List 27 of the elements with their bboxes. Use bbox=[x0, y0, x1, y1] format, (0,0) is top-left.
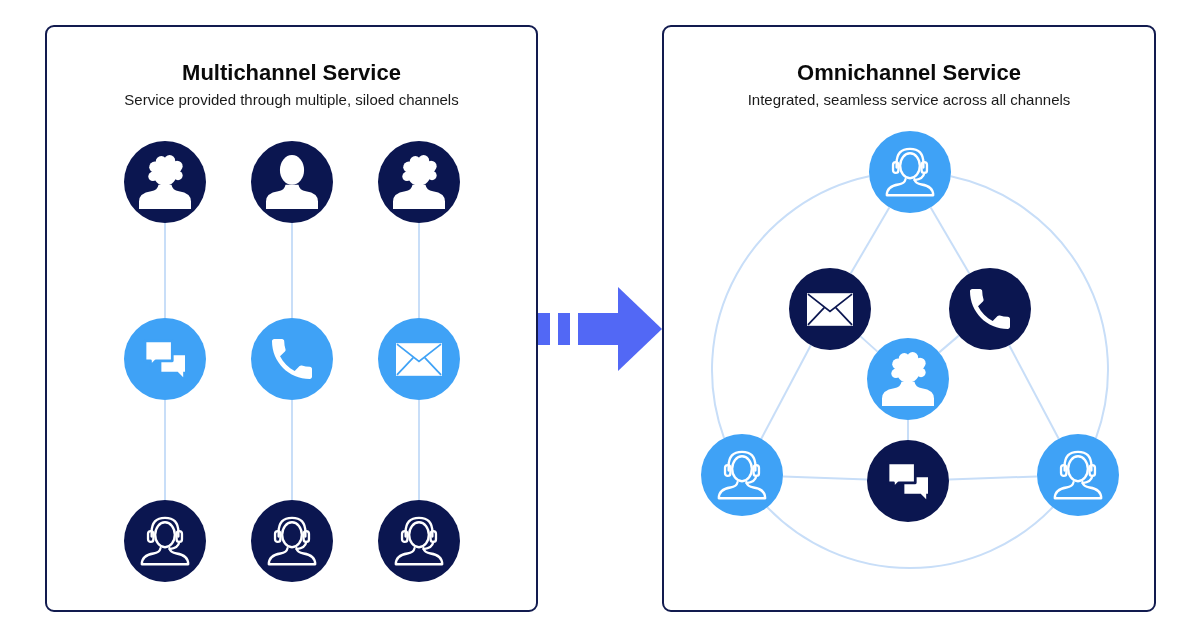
ring-arc bbox=[949, 175, 1109, 440]
connector-line bbox=[760, 344, 812, 440]
ring-arc bbox=[766, 506, 1054, 569]
panel-title: Omnichannel Service bbox=[797, 60, 1021, 86]
connector-line bbox=[938, 334, 960, 354]
ring-arc bbox=[711, 175, 871, 440]
connector-line bbox=[859, 335, 879, 353]
service-panel bbox=[45, 25, 538, 612]
panel-title: Multichannel Service bbox=[182, 60, 401, 86]
block-arrow bbox=[538, 287, 662, 371]
connector-line bbox=[418, 399, 420, 501]
connector-line bbox=[291, 399, 293, 501]
service-panel bbox=[662, 25, 1156, 612]
panel-subtitle: Integrated, seamless service across all channels bbox=[747, 91, 1071, 108]
connector-line bbox=[291, 222, 293, 319]
email-channel-node bbox=[789, 268, 871, 350]
phone-channel-node bbox=[949, 268, 1031, 350]
connector-line bbox=[907, 419, 909, 441]
connector-line bbox=[849, 206, 891, 275]
panel-subtitle: Service provided through multiple, siloed channels bbox=[124, 91, 459, 108]
connector-line bbox=[164, 399, 166, 501]
connector-line bbox=[418, 222, 420, 319]
connector-line bbox=[929, 206, 971, 275]
connector-line bbox=[947, 475, 1038, 481]
connector-line bbox=[782, 475, 869, 481]
connector-line bbox=[164, 222, 166, 319]
connector-line bbox=[1008, 344, 1060, 440]
